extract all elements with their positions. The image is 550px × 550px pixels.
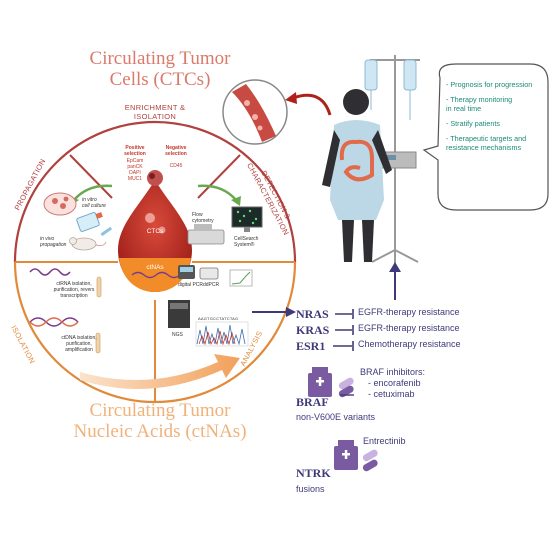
- bubble-text: - Prognosis for progression - Therapy mo…: [446, 80, 533, 152]
- negative-marker: CD45: [169, 163, 183, 169]
- ntrk-drug: Entrectinib: [363, 436, 406, 446]
- ctcs-droplet-label: CTCs: [146, 228, 164, 235]
- gene-effect: EGFR-therapy resistance: [358, 323, 460, 333]
- ddpcr-icon: [199, 267, 219, 280]
- gene-row: NRAS EGFR-therapy resistance: [296, 305, 460, 321]
- gene-name: NRAS: [296, 307, 329, 321]
- digital-pcr-label: digital PCR: [178, 282, 204, 288]
- gene-name: ESR1: [296, 339, 326, 353]
- patient-figure: [322, 89, 392, 262]
- flow-cytometer-icon: [187, 229, 225, 245]
- ntrk-variant: fusions: [296, 484, 325, 494]
- braf-drug-bottle: [308, 367, 354, 398]
- ngs-label: NGS: [172, 332, 183, 338]
- speech-bubble: [422, 63, 549, 211]
- gene-effect: Chemotherapy resistance: [358, 339, 461, 349]
- ctc-arc: [13, 120, 297, 263]
- ntrk-drug-bottle: [334, 440, 378, 472]
- sequence-label: AAGTGCCTATCTAG: [198, 316, 239, 321]
- ntrk-gene: NTRK: [296, 466, 331, 480]
- gene-effect: EGFR-therapy resistance: [358, 307, 460, 317]
- ctnas-droplet-label: ctNAs: [146, 264, 164, 271]
- gene-list: NRAS EGFR-therapy resistance KRAS EGFR-t…: [296, 305, 461, 353]
- ctdna-label: ctDNA isolation,purification,amplificati…: [61, 335, 97, 353]
- analysis-arrow: [80, 354, 240, 389]
- gene-row: KRAS EGFR-therapy resistance: [296, 321, 460, 337]
- gene-row: ESR1 Chemotherapy resistance: [296, 337, 461, 353]
- enrichment-label: ENRICHMENT &ISOLATION: [124, 103, 186, 121]
- ddpcr-label: ddPCR: [203, 282, 220, 288]
- petri-dish: [43, 192, 77, 216]
- braf-gene: BRAF: [296, 395, 329, 409]
- braf-variant: non-V600E variants: [296, 412, 376, 422]
- cellsearch-monitor: [231, 206, 263, 228]
- braf-inhibitors: BRAF inhibitors: - encorafenib - cetuxim…: [360, 367, 426, 399]
- gene-name: KRAS: [296, 323, 330, 337]
- tumor-cell: [147, 170, 163, 186]
